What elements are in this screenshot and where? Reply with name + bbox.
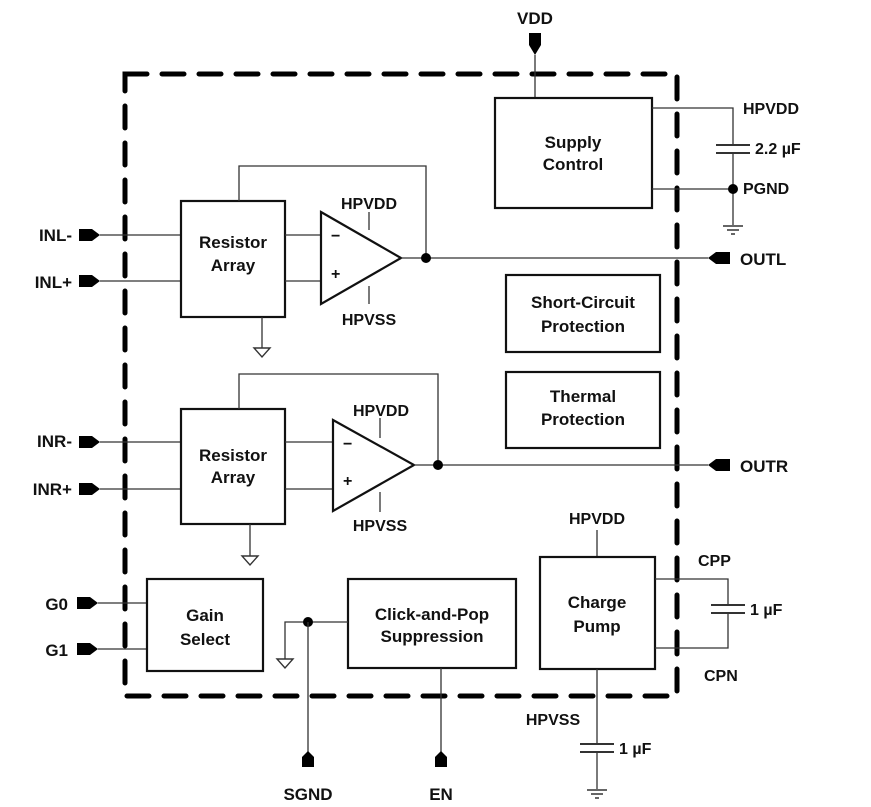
- svg-text:+: +: [331, 266, 340, 283]
- wire-sgnd-gnd: [284, 621, 308, 659]
- input-pin-icon: [77, 597, 98, 609]
- cpn-label: CPN: [704, 668, 738, 685]
- svg-text:HPVSS: HPVSS: [353, 518, 408, 535]
- svg-text:Pump: Pump: [573, 617, 620, 636]
- vdd-label: VDD: [517, 9, 553, 28]
- svg-text:INR-: INR-: [37, 432, 72, 451]
- wire-feedback-r: [238, 373, 439, 465]
- svg-text:OUTL: OUTL: [740, 250, 786, 269]
- output-pin-icon: [708, 459, 730, 471]
- svg-text:Array: Array: [211, 468, 256, 487]
- g0-pin: G0: [45, 595, 98, 614]
- inl-minus-pin: INL-: [39, 226, 100, 245]
- svg-text:−: −: [331, 228, 340, 245]
- wire-cpp: [655, 578, 729, 604]
- svg-text:Thermal: Thermal: [550, 387, 616, 406]
- svg-text:Short-Circuit: Short-Circuit: [531, 293, 635, 312]
- input-pin-icon: [79, 275, 100, 287]
- svg-text:Charge: Charge: [568, 593, 627, 612]
- signal-ground-icon: [240, 555, 260, 567]
- svg-text:Array: Array: [211, 256, 256, 275]
- svg-text:Gain: Gain: [186, 606, 224, 625]
- ground-icon: [723, 225, 743, 235]
- thermal-protection-block: Thermal Protection: [504, 370, 662, 450]
- amplifier-left: − + HPVDD HPVSS: [319, 196, 404, 329]
- input-pin-icon: [77, 643, 98, 655]
- resistor-array-right-block: Resistor Array: [179, 407, 287, 526]
- inr-minus-pin: INR-: [37, 432, 100, 451]
- svg-text:SGND: SGND: [283, 785, 332, 804]
- en-pin-icon: [435, 751, 447, 767]
- output-pin-icon: [708, 252, 730, 264]
- ground-icon: [587, 789, 607, 799]
- amplifier-right: − + HPVDD HPVSS: [331, 403, 417, 535]
- svg-text:HPVSS: HPVSS: [342, 312, 397, 329]
- input-pin-icon: [79, 436, 100, 448]
- cpp-label: CPP: [698, 553, 731, 570]
- cap-supply-label: 2.2 µF: [755, 141, 801, 158]
- svg-text:OUTR: OUTR: [740, 457, 788, 476]
- vdd-pin-icon: [529, 33, 541, 55]
- svg-text:Control: Control: [543, 155, 603, 174]
- svg-text:Supply: Supply: [545, 133, 602, 152]
- svg-text:Resistor: Resistor: [199, 446, 267, 465]
- inl-plus-pin: INL+: [35, 273, 100, 292]
- junction-dot: [421, 253, 431, 263]
- signal-ground-icon: [275, 658, 295, 670]
- cap-flying-label: 1 µF: [750, 602, 783, 619]
- input-pin-icon: [79, 483, 100, 495]
- svg-text:EN: EN: [429, 785, 453, 804]
- wire-hpvdd: [652, 107, 734, 144]
- hpvdd-ext-label: HPVDD: [743, 101, 799, 118]
- sgnd-pin: SGND: [283, 751, 333, 804]
- svg-text:Protection: Protection: [541, 317, 625, 336]
- svg-text:−: −: [343, 436, 352, 453]
- click-and-pop-block: Click-and-Pop Suppression: [346, 577, 518, 670]
- svg-text:Select: Select: [180, 630, 230, 649]
- svg-text:Protection: Protection: [541, 410, 625, 429]
- pgnd-label: PGND: [743, 181, 789, 198]
- svg-text:G1: G1: [45, 641, 68, 660]
- supply-control-block: Supply Control: [493, 96, 654, 210]
- svg-text:Click-and-Pop: Click-and-Pop: [375, 605, 489, 624]
- gain-select-block: Gain Select: [145, 577, 265, 673]
- junction-dot: [728, 184, 738, 194]
- svg-text:Suppression: Suppression: [381, 627, 484, 646]
- charge-pump-hpvdd-label: HPVDD: [569, 511, 625, 528]
- resistor-array-left-block: Resistor Array: [179, 199, 287, 319]
- svg-text:INL+: INL+: [35, 273, 72, 292]
- signal-ground-icon: [252, 347, 272, 359]
- outl-pin: OUTL: [708, 250, 786, 269]
- svg-text:INR+: INR+: [33, 480, 72, 499]
- sgnd-pin-icon: [302, 751, 314, 767]
- svg-text:G0: G0: [45, 595, 68, 614]
- input-pin-icon: [79, 229, 100, 241]
- svg-text:HPVDD: HPVDD: [341, 196, 397, 213]
- wire-feedback-l: [238, 165, 427, 258]
- charge-pump-block: Charge Pump: [538, 555, 657, 671]
- en-pin: EN: [429, 751, 453, 804]
- wire-cpn: [655, 614, 729, 649]
- short-circuit-protection-block: Short-Circuit Protection: [504, 273, 662, 354]
- inr-plus-pin: INR+: [33, 480, 100, 499]
- chip-boundary: [122, 71, 680, 699]
- outr-pin: OUTR: [708, 457, 788, 476]
- vdd-pin: VDD: [517, 9, 553, 55]
- svg-text:+: +: [343, 473, 352, 490]
- svg-text:Resistor: Resistor: [199, 233, 267, 252]
- cap-hpvss-label: 1 µF: [619, 741, 652, 758]
- svg-text:INL-: INL-: [39, 226, 72, 245]
- hpvss-ext-label: HPVSS: [526, 712, 581, 729]
- svg-text:HPVDD: HPVDD: [353, 403, 409, 420]
- g1-pin: G1: [45, 641, 98, 660]
- junction-dot: [433, 460, 443, 470]
